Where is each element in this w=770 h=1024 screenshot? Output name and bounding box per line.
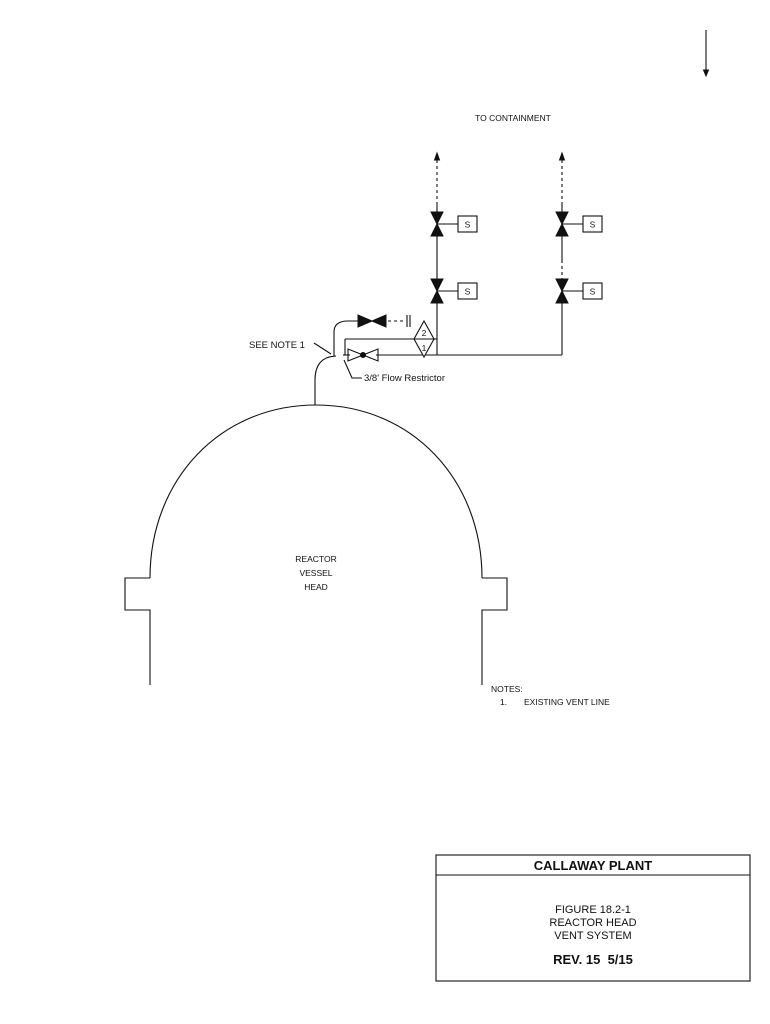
- vessel-label-line-1: REACTOR: [295, 554, 336, 564]
- reactor-vessel-head: [124, 404, 508, 685]
- solenoid-label: S: [590, 287, 596, 297]
- note-1-number: 1.: [500, 697, 507, 707]
- vessel-label-line-3: HEAD: [304, 582, 328, 592]
- solenoid-valve-right-lower[interactable]: S: [555, 278, 603, 304]
- plant-name: CALLAWAY PLANT: [534, 858, 653, 873]
- revision-label: REV. 15 5/15: [553, 952, 633, 967]
- flow-restrictor-leader: [343, 359, 362, 379]
- diamond-top-label: 2: [422, 328, 427, 338]
- vessel-label-line-2: VESSEL: [299, 568, 332, 578]
- title-block: CALLAWAY PLANT FIGURE 18.2-1 REACTOR HEA…: [435, 854, 751, 982]
- instrument-diamond: 2 1: [413, 319, 435, 359]
- solenoid-valve-right-upper[interactable]: S: [555, 211, 603, 237]
- see-note-label: SEE NOTE 1: [249, 340, 305, 351]
- note-1-text: EXISTING VENT LINE: [524, 697, 610, 707]
- manual-valve[interactable]: [357, 314, 387, 328]
- page-marker-arrow: [702, 30, 710, 78]
- figure-title-line-1: REACTOR HEAD: [549, 917, 636, 929]
- flow-restrictor-valve[interactable]: [347, 348, 379, 362]
- solenoid-label: S: [590, 220, 596, 230]
- notes-title: NOTES:: [491, 684, 523, 694]
- flow-restrictor-label: 3/8' Flow Restrictor: [364, 373, 445, 384]
- vent-line-left: [433, 151, 441, 355]
- diamond-bottom-label: 1: [422, 343, 427, 353]
- header-piping: [343, 338, 562, 356]
- manual-vent-branch: [333, 315, 411, 356]
- solenoid-label: S: [465, 287, 471, 297]
- figure-number: FIGURE 18.2-1: [555, 904, 631, 916]
- solenoid-valve-left-upper[interactable]: S: [430, 211, 478, 237]
- see-note-leader: [313, 342, 332, 355]
- solenoid-valve-left-lower[interactable]: S: [430, 278, 478, 304]
- vent-line-right: [558, 151, 566, 355]
- to-containment-label: TO CONTAINMENT: [475, 113, 551, 123]
- existing-vent-line: [314, 355, 337, 405]
- figure-title-line-2: VENT SYSTEM: [554, 930, 631, 942]
- solenoid-label: S: [465, 220, 471, 230]
